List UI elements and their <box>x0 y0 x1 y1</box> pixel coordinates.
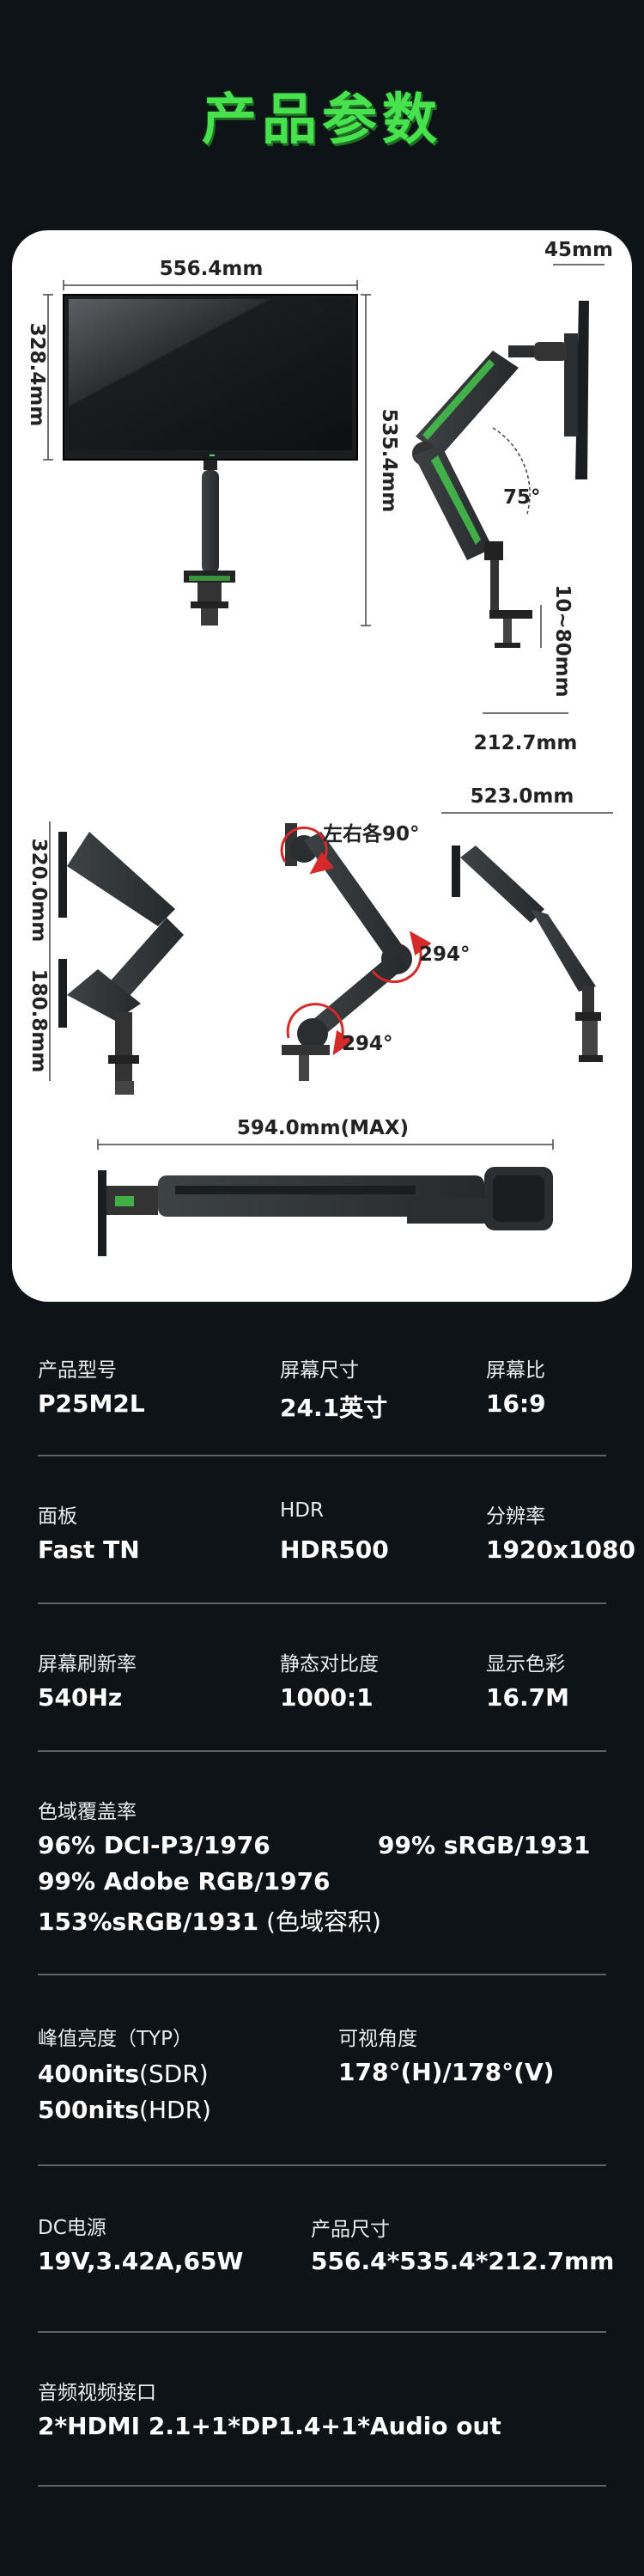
front-width-dim: 556.4mm <box>160 258 264 280</box>
model-label: 产品型号 <box>38 1359 117 1382</box>
power-value: 19V,3.42A,65W <box>38 2247 244 2275</box>
hdr-label: HDR <box>280 1499 324 1522</box>
gamut-volume: 153%sRGB/1931 (色域容积) <box>38 1903 381 1938</box>
viewing-value: 178°(H)/178°(V) <box>338 2058 555 2086</box>
refresh-value: 540Hz <box>38 1683 123 1712</box>
height-range-arm <box>58 832 184 1095</box>
size-value: 556.4*535.4*212.7mm <box>311 2247 615 2275</box>
gamut-volume-value: 153%sRGB/1931 <box>38 1908 259 1936</box>
resolution-label: 分辨率 <box>486 1505 545 1528</box>
side-reach-arm <box>452 845 603 1062</box>
gamut-srgb: 99% sRGB/1931 <box>378 1831 591 1859</box>
hdr-value: HDR500 <box>280 1535 389 1564</box>
clamp-range-dim: 10~80mm <box>551 584 574 697</box>
swivel-label: 左右各90° <box>323 822 420 845</box>
screen-size-value: 24.1英寸 <box>280 1394 388 1422</box>
power-label: DC电源 <box>38 2217 106 2239</box>
panel-value: Fast TN <box>38 1535 140 1564</box>
refresh-label: 屏幕刷新率 <box>38 1653 137 1676</box>
tilt-angle-label: 75° <box>503 486 541 509</box>
base-depth-dim: 212.7mm <box>474 732 578 754</box>
divider <box>38 2331 606 2333</box>
viewing-label: 可视角度 <box>338 2028 417 2050</box>
side-depth-dim: 45mm <box>544 239 613 261</box>
page-title: 产品参数 <box>202 89 442 152</box>
brightness-label: 峰值亮度（TYP） <box>38 2028 192 2050</box>
divider <box>38 2164 606 2166</box>
gamut-volume-note: (色域容积) <box>258 1908 381 1936</box>
down-height-dim: 180.8mm <box>27 969 50 1073</box>
ports-label: 音频视频接口 <box>38 2382 156 2404</box>
ratio-label: 屏幕比 <box>486 1359 545 1382</box>
front-height-dim: 328.4mm <box>26 323 48 427</box>
size-label: 产品尺寸 <box>311 2219 390 2241</box>
brightness-hdr-value: 500nits <box>38 2096 140 2124</box>
brightness-sdr-value: 400nits <box>38 2060 140 2088</box>
joint-angle-2: 294° <box>342 1033 393 1055</box>
front-monitor <box>63 294 358 626</box>
gamut-label: 色域覆盖率 <box>38 1801 137 1823</box>
brightness-hdr-note: (HDR) <box>139 2096 211 2124</box>
screen-size-label: 屏幕尺寸 <box>280 1359 359 1382</box>
side-monitor <box>412 301 589 648</box>
divider <box>38 1750 606 1752</box>
divider <box>38 1974 606 1975</box>
product-dimension-diagram: 556.4mm 328.4mm 535.4mm 75° <box>12 230 632 1302</box>
up-height-dim: 320.0mm <box>27 839 50 943</box>
brightness-hdr: 500nits(HDR) <box>38 2096 211 2124</box>
gamut-adobe: 99% Adobe RGB/1976 <box>38 1867 331 1895</box>
side-reach-dim: 523.0mm <box>471 785 574 808</box>
contrast-label: 静态对比度 <box>280 1653 379 1676</box>
ratio-value: 16:9 <box>486 1389 546 1418</box>
model-value: P25M2L <box>38 1389 145 1418</box>
divider <box>38 1455 606 1456</box>
colors-value: 16.7M <box>486 1683 569 1712</box>
contrast-value: 1000:1 <box>280 1683 374 1712</box>
joint-angle-1: 294° <box>419 943 471 966</box>
joint-arrow-1 <box>371 931 432 984</box>
ports-value: 2*HDMI 2.1+1*DP1.4+1*Audio out <box>38 2412 501 2440</box>
colors-label: 显示色彩 <box>486 1653 565 1676</box>
top-view-arm <box>98 1167 553 1256</box>
resolution-value: 1920x1080 <box>486 1535 635 1564</box>
total-height-dim: 535.4mm <box>378 409 400 513</box>
dimension-drawing: 556.4mm 328.4mm 535.4mm 75° <box>26 239 613 1256</box>
gamut-dci: 96% DCI-P3/1976 <box>38 1831 270 1859</box>
max-reach-dim: 594.0mm(MAX) <box>237 1117 409 1139</box>
swivel-arrow <box>280 826 335 875</box>
brightness-sdr: 400nits(SDR) <box>38 2060 209 2088</box>
divider <box>38 1602 606 1604</box>
divider <box>38 2485 606 2487</box>
brightness-sdr-note: (SDR) <box>139 2060 209 2088</box>
panel-label: 面板 <box>38 1505 77 1528</box>
joint-arrow-2 <box>286 1003 355 1056</box>
